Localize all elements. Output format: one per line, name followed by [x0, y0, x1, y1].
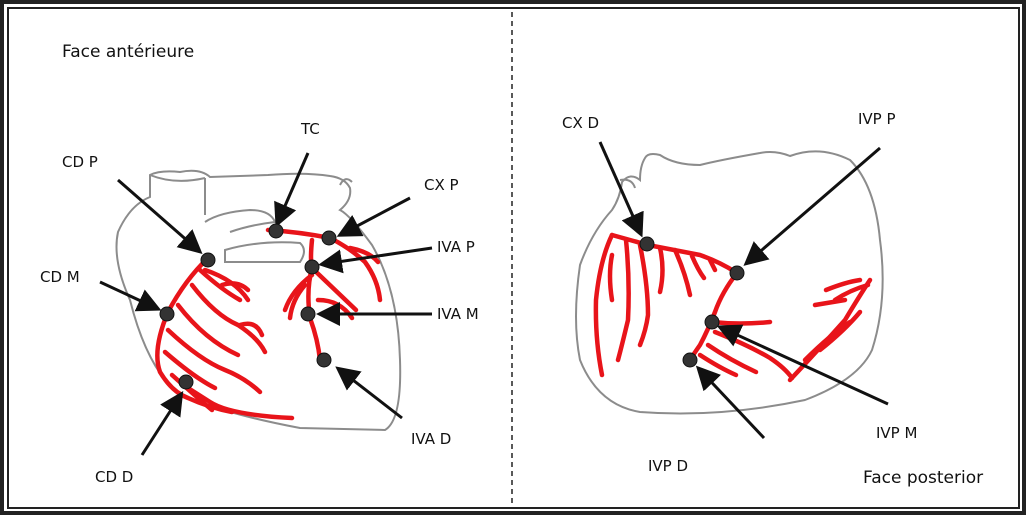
marker-iva-d: [317, 353, 331, 367]
marker-cd-m: [160, 307, 174, 321]
label-cd-m: CD M: [40, 270, 80, 285]
arrow-ivp-d: [700, 370, 764, 438]
marker-ivp-p: [730, 266, 744, 280]
marker-cx-p: [322, 231, 336, 245]
marker-ivp-d: [683, 353, 697, 367]
label-tc: TC: [301, 122, 320, 137]
marker-iva-m: [301, 307, 315, 321]
marker-cd-d: [179, 375, 193, 389]
arrow-iva-d: [340, 370, 402, 418]
posterior-vessels: [596, 235, 870, 380]
label-cd-d: CD D: [95, 470, 133, 485]
anterior-panel-title: Face antérieure: [62, 44, 194, 61]
arrow-tc: [278, 153, 308, 222]
label-cx-p: CX P: [424, 178, 459, 193]
label-ivp-m: IVP M: [876, 426, 917, 441]
label-cd-p: CD P: [62, 155, 98, 170]
label-ivp-d: IVP D: [648, 459, 688, 474]
posterior-panel-title: Face posterior: [863, 470, 983, 487]
marker-tc: [269, 224, 283, 238]
marker-cd-p: [201, 253, 215, 267]
label-iva-m: IVA M: [437, 307, 479, 322]
label-iva-p: IVA P: [437, 240, 475, 255]
anterior-vessels: [157, 230, 380, 418]
arrow-cd-m: [100, 282, 156, 308]
arrow-cd-p: [118, 180, 198, 250]
label-ivp-p: IVP P: [858, 112, 896, 127]
arrow-cx-p: [342, 198, 410, 234]
label-iva-d: IVA D: [411, 432, 451, 447]
marker-cx-d: [640, 237, 654, 251]
label-cx-d: CX D: [562, 116, 599, 131]
arrow-cd-d: [142, 396, 180, 455]
marker-ivp-m: [705, 315, 719, 329]
arrow-ivp-p: [748, 148, 880, 262]
inner-frame: [8, 8, 1019, 508]
marker-iva-p: [305, 260, 319, 274]
